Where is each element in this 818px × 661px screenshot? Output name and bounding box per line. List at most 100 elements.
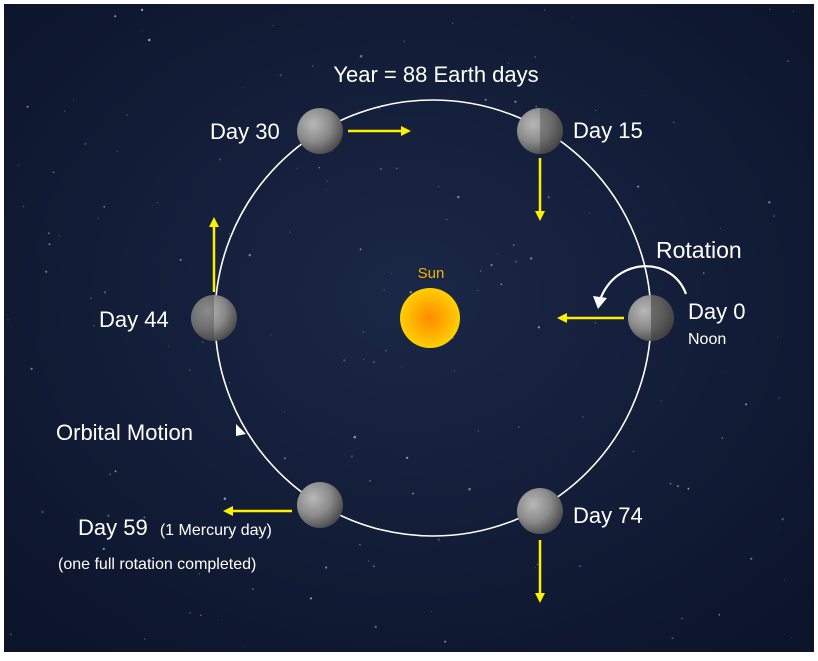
- star: [412, 492, 415, 495]
- star: [651, 271, 653, 273]
- star: [18, 164, 20, 166]
- star: [97, 217, 99, 219]
- star: [325, 566, 328, 569]
- star: [296, 167, 298, 170]
- star: [641, 94, 643, 97]
- star: [48, 232, 50, 234]
- day59-sublabel: (one full rotation completed): [58, 556, 256, 573]
- star: [156, 202, 158, 204]
- star: [374, 625, 377, 629]
- star: [30, 367, 33, 370]
- star: [405, 456, 409, 459]
- star: [477, 430, 480, 432]
- star: [744, 403, 748, 406]
- star: [660, 400, 663, 402]
- star: [64, 110, 66, 112]
- star: [102, 547, 105, 551]
- star: [318, 167, 320, 169]
- star: [343, 359, 346, 362]
- star: [58, 234, 61, 237]
- star: [251, 587, 254, 590]
- star: [718, 613, 721, 616]
- star: [480, 270, 482, 272]
- star: [270, 334, 272, 336]
- star: [326, 180, 329, 183]
- star: [496, 253, 498, 255]
- star: [702, 272, 705, 274]
- star: [359, 543, 361, 546]
- star: [790, 636, 793, 639]
- star: [242, 86, 244, 88]
- star: [396, 167, 398, 170]
- star: [167, 345, 170, 347]
- star: [369, 480, 371, 482]
- star: [10, 633, 12, 636]
- star: [279, 74, 282, 77]
- star: [45, 270, 48, 273]
- star: [284, 457, 286, 460]
- star: [588, 212, 590, 214]
- star: [52, 171, 55, 174]
- star: [326, 189, 328, 191]
- star: [22, 205, 25, 208]
- title: Year = 88 Earth days: [333, 62, 538, 87]
- star: [363, 331, 364, 333]
- star: [143, 638, 146, 640]
- star: [572, 16, 574, 18]
- star: [223, 497, 226, 500]
- star: [140, 8, 144, 12]
- star: [331, 150, 334, 152]
- star: [114, 15, 117, 18]
- star: [148, 38, 151, 42]
- star: [671, 637, 674, 640]
- star: [179, 258, 182, 261]
- star: [513, 244, 515, 246]
- star: [409, 291, 412, 294]
- planet-day59: [297, 482, 343, 528]
- star: [536, 563, 539, 566]
- star: [26, 105, 29, 108]
- star: [284, 411, 286, 412]
- day15-label: Day 15: [573, 118, 643, 143]
- sun-label: Sun: [418, 265, 445, 282]
- star: [535, 105, 538, 108]
- day59-label-suffix: (1 Mercury day): [160, 522, 272, 539]
- star: [530, 257, 533, 260]
- star: [444, 640, 447, 643]
- star: [221, 619, 223, 621]
- star: [154, 428, 157, 430]
- star: [431, 277, 433, 279]
- planet-day44: [191, 295, 237, 341]
- star: [453, 370, 455, 372]
- star: [500, 283, 503, 286]
- star: [243, 646, 245, 648]
- star: [724, 371, 726, 373]
- star: [189, 611, 192, 614]
- star: [228, 233, 231, 235]
- rotation-arrow: [598, 265, 688, 301]
- star: [114, 470, 117, 473]
- star: [750, 557, 753, 560]
- sun: [400, 288, 460, 348]
- star: [777, 336, 778, 338]
- planet-day30: [297, 108, 343, 154]
- star: [257, 529, 260, 532]
- day30-label: Day 30: [210, 119, 280, 144]
- star: [786, 59, 790, 63]
- star: [783, 579, 786, 581]
- star: [289, 231, 291, 233]
- star: [350, 455, 353, 458]
- star: [368, 560, 370, 562]
- star: [457, 195, 460, 199]
- star: [353, 435, 357, 439]
- star: [198, 572, 201, 575]
- star: [200, 614, 202, 616]
- star: [103, 291, 107, 294]
- day44-label: Day 44: [99, 307, 169, 332]
- star: [769, 8, 771, 10]
- starfield: [7, 8, 794, 648]
- star: [676, 485, 679, 488]
- star: [594, 322, 597, 324]
- star: [383, 289, 386, 291]
